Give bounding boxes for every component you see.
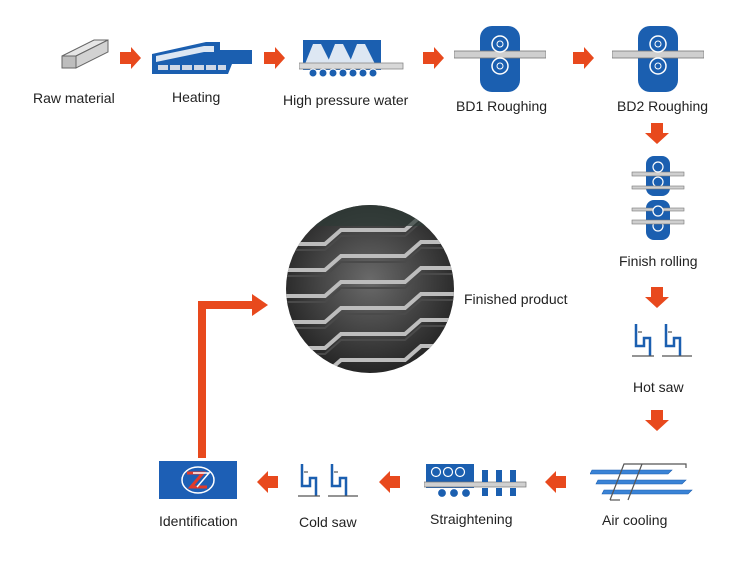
label-finish-rolling: Finish rolling [619, 253, 698, 269]
label-hot-saw: Hot saw [633, 379, 684, 395]
label-identification: Identification [159, 513, 238, 529]
company-logo [159, 461, 237, 499]
arrow-to-finished-product [198, 301, 255, 458]
arrow-down [645, 410, 669, 431]
water-descaler-icon [299, 40, 404, 78]
arrow-down [645, 287, 669, 308]
saw-icon [632, 324, 692, 357]
arrow-left [379, 471, 400, 493]
label-heating: Heating [172, 89, 221, 105]
label-bd2-roughing: BD2 Roughing [617, 98, 709, 114]
straightener-icon [424, 464, 527, 499]
label-raw-material: Raw material [33, 90, 115, 106]
arrow-left [257, 471, 278, 493]
cooling-bed-icon [590, 463, 693, 501]
saw-icon [298, 464, 358, 497]
label-cold-saw: Cold saw [299, 514, 357, 530]
arrow-right [264, 47, 285, 69]
arrow-right [423, 47, 444, 69]
furnace-icon [152, 42, 252, 74]
arrow-right [120, 47, 141, 69]
label-bd1-roughing: BD1 Roughing [456, 98, 548, 114]
arrow-down [645, 123, 669, 144]
label-air-cooling: Air cooling [602, 512, 668, 528]
label-finished-product: Finished product [464, 291, 568, 307]
steel-billet-icon [61, 39, 109, 69]
roughing-mill-icon [612, 26, 704, 92]
label-high-pressure-water: High pressure water [283, 92, 409, 108]
label-straightening: Straightening [430, 511, 513, 527]
sheet-pile-photo [286, 205, 454, 373]
arrow-left [545, 471, 566, 493]
arrow-right [573, 47, 594, 69]
roughing-mill-icon [454, 26, 546, 92]
finishing-mill-icon [631, 156, 685, 240]
